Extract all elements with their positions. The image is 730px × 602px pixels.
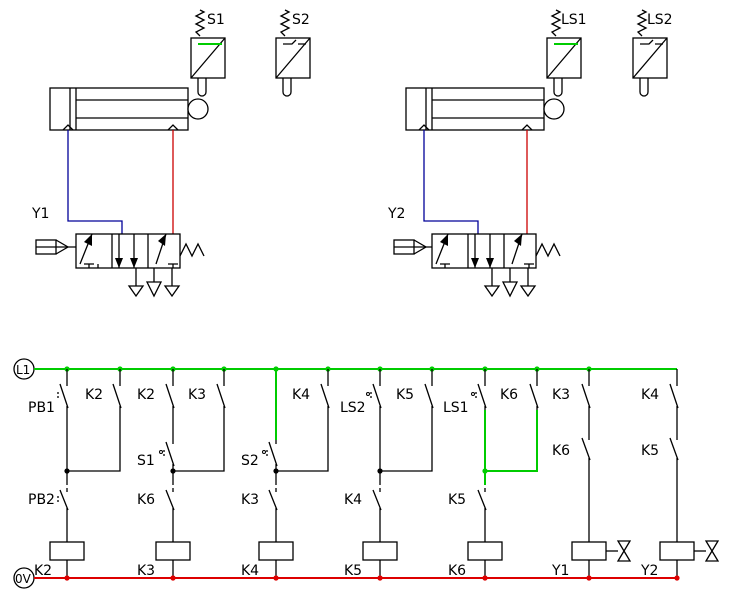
contact-s2 [262,440,278,468]
cylinder-1 [49,87,209,131]
contact-ls1 [471,382,487,410]
limit-switch-s2 [275,9,311,97]
coil-label-k5: K5 [344,563,362,579]
contact-k5b [477,488,487,512]
contact-label-k6b: K6 [137,492,155,508]
pneumatic-unit-2: LS1 LS2 [387,9,673,298]
junction-r5 [482,468,488,474]
coil-label-y2: Y2 [640,563,658,579]
contact-label-k5c: K5 [641,443,659,459]
contact-label-ls2: LS2 [340,400,366,416]
valve-label-y1: Y1 [31,206,49,222]
contact-label-k4a: K4 [292,387,310,403]
contact-label-k2b: K2 [137,387,155,403]
contact-label-k3b: K3 [241,492,259,508]
contact-pb2 [57,488,69,512]
rail-label-l1: L1 [16,363,30,377]
contact-k4c [669,382,679,410]
coil-label-k6: K6 [448,563,466,579]
contact-k6b [165,488,175,512]
limit-switch-ls1 [546,9,582,97]
limit-switch-s1 [190,9,226,97]
contact-label-pb2: PB2 [28,492,55,508]
contact-k2b [165,382,175,410]
contact-label-k6a: K6 [500,387,518,403]
contact-label-pb1: PB1 [28,400,55,416]
valve-label-y2: Y2 [387,206,405,222]
coil-y2 [659,540,720,581]
switch-label-ls2: LS2 [647,12,673,28]
ladder-coils [49,540,720,581]
coil-k3 [155,541,191,581]
contact-label-k5b: K5 [448,492,466,508]
contact-k5c [669,436,679,462]
cylinder-2 [405,87,565,131]
contact-ls2 [366,382,382,410]
junction-r4 [377,468,383,474]
contact-k5a [424,382,434,410]
contact-label-k6c: K6 [552,443,570,459]
contact-label-k4b: K4 [344,492,362,508]
coil-k5 [362,541,398,581]
coil-label-k2: K2 [34,563,52,579]
junction-r1 [64,468,70,474]
limit-switch-ls2 [632,9,668,97]
contact-k2a [112,382,122,410]
contact-pb1 [57,382,69,410]
contact-k4b [372,488,382,512]
coil-label-k3: K3 [137,563,155,579]
coil-k4 [258,541,294,581]
ladder-contacts [57,382,679,512]
junction-r3 [273,468,279,474]
coil-k2 [49,541,85,581]
coil-label-y1: Y1 [551,563,569,579]
switch-label-s2: S2 [292,12,310,28]
coil-label-k4: K4 [241,563,259,579]
switch-label-ls1: LS1 [561,12,587,28]
contact-k6c [581,436,591,462]
ladder-wiring [64,366,678,542]
contact-label-k3a: K3 [188,387,206,403]
contact-k3b [268,488,278,512]
contact-label-k4c: K4 [641,387,659,403]
rail-label-0v: 0V [15,572,32,586]
air-line-extend-2 [423,130,479,234]
contact-k6a [529,382,539,410]
air-line-extend-1 [67,130,123,234]
switch-label-s1: S1 [207,12,225,28]
contact-k3a [216,382,226,410]
pneumatic-unit-1: S1 S2 [31,9,311,298]
contact-label-k2a: K2 [85,387,103,403]
coil-k6 [467,541,503,581]
coil-y1 [571,540,632,581]
contact-label-k3c: K3 [552,387,570,403]
contact-label-ls1: LS1 [443,400,469,416]
solenoid-valve-1 [35,233,205,298]
contact-label-s2: S2 [241,453,259,469]
contact-k3c [581,382,591,410]
contact-k4a [320,382,330,410]
contact-s1 [159,440,175,468]
solenoid-valve-2 [393,233,561,298]
junction-r2 [170,468,176,474]
contact-label-k5a: K5 [396,387,414,403]
contact-label-s1: S1 [137,453,155,469]
